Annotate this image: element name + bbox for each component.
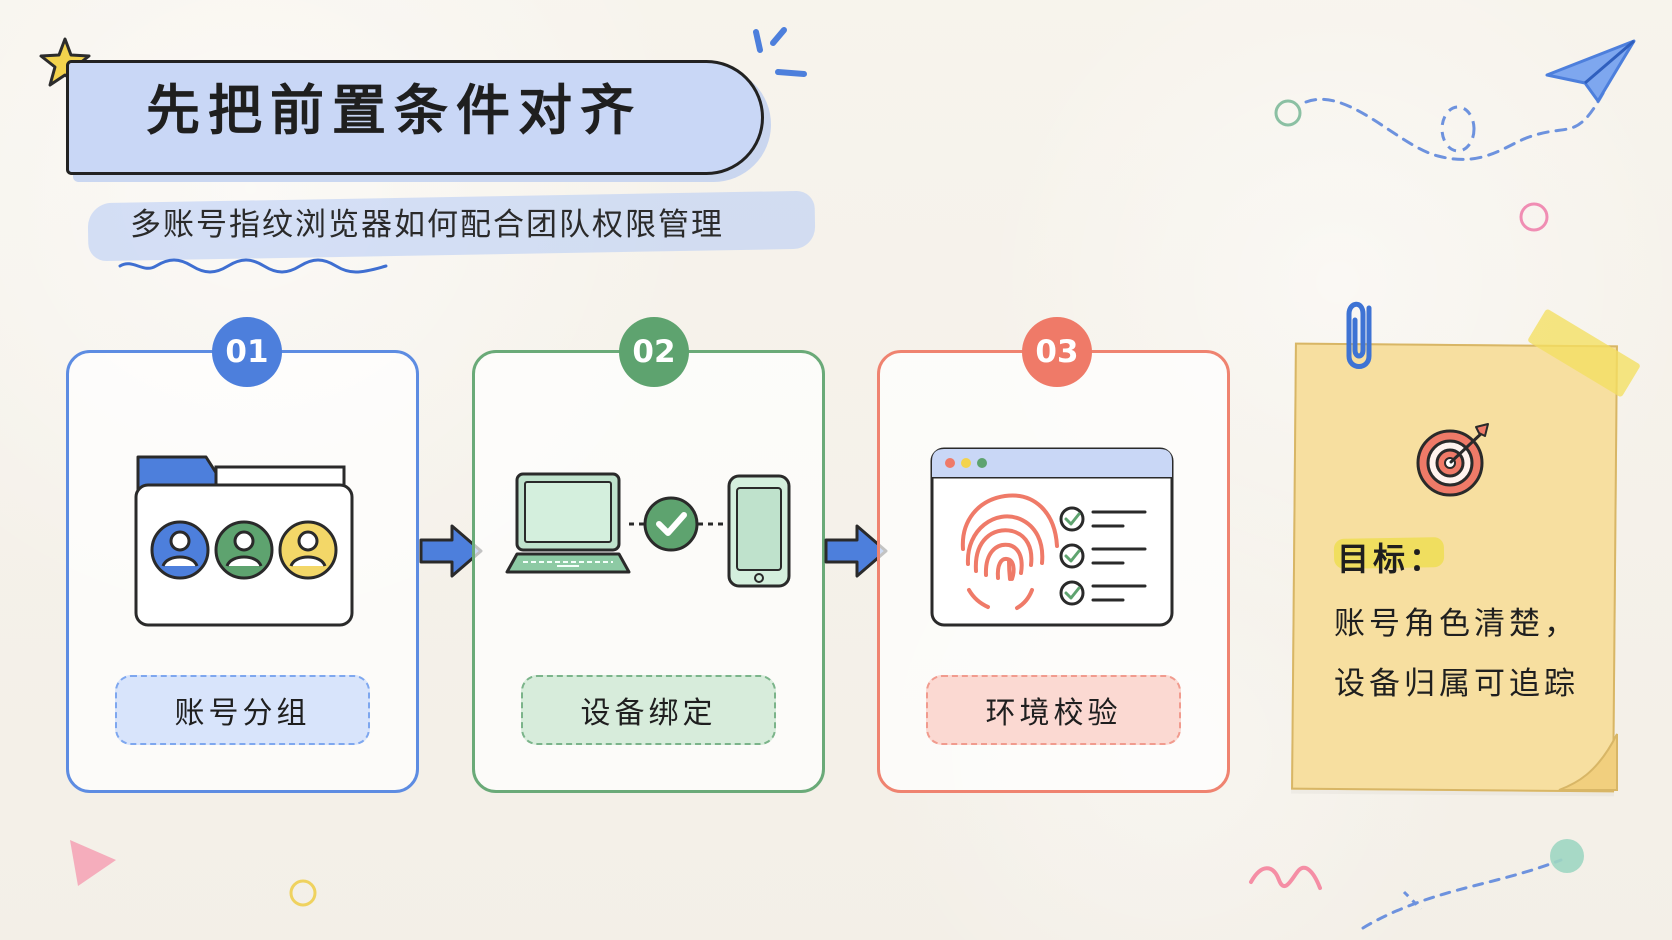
page-title: 先把前置条件对齐 (146, 79, 642, 142)
goal-line-2: 设备归属可追踪 (1334, 666, 1579, 702)
pink-triangle-icon (70, 840, 116, 886)
step-badge-02: 02 (619, 317, 689, 387)
title-banner (66, 60, 764, 175)
laptop-phone-check-icon (505, 472, 791, 588)
target-icon (1416, 423, 1489, 497)
page-subtitle: 多账号指纹浏览器如何配合团队权限管理 (130, 207, 724, 243)
pink-circle-icon (1519, 202, 1549, 232)
browser-fingerprint-icon (930, 447, 1174, 627)
step-badge-03: 03 (1022, 317, 1092, 387)
bottom-right-doodles-icon (1249, 839, 1584, 930)
paper-plane-icon (1545, 39, 1636, 103)
goal-line-1: 账号角色清楚， (1334, 606, 1579, 642)
paper-plane-path-icon (1274, 39, 1636, 161)
arrow-right-icon-02 (824, 524, 888, 578)
folded-corner-icon (1558, 733, 1618, 791)
accent-ticks-icon (753, 27, 807, 77)
folder-users-icon (134, 455, 354, 627)
step-badge-01: 01 (212, 317, 282, 387)
step-label-03: 环境校验 (926, 675, 1181, 745)
arrow-right-icon-01 (419, 524, 483, 578)
wavy-underline-icon (118, 258, 388, 274)
step-label-01: 账号分组 (115, 675, 370, 745)
goal-heading: 目标： (1337, 540, 1446, 578)
yellow-circle-icon (289, 879, 317, 907)
step-label-02: 设备绑定 (521, 675, 776, 745)
star-icon (39, 37, 91, 87)
paperclip-icon (1346, 301, 1372, 369)
